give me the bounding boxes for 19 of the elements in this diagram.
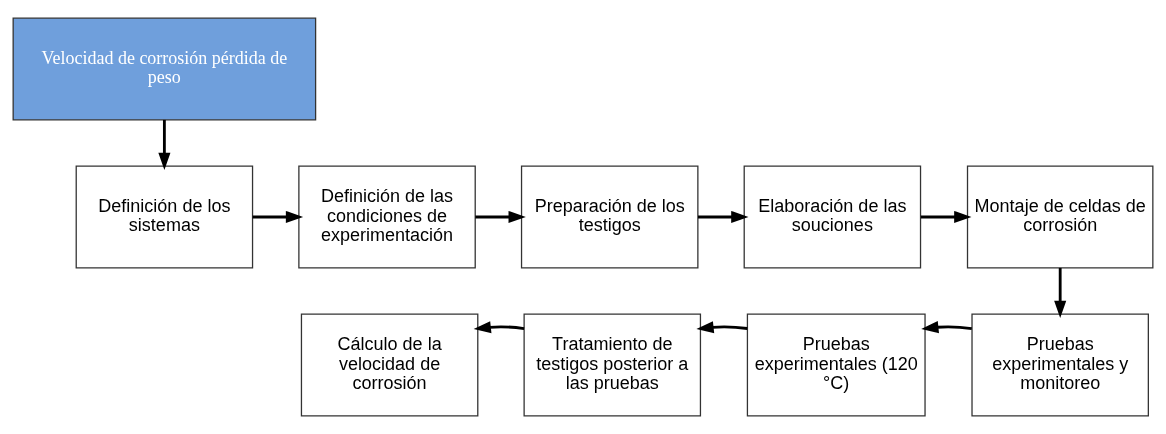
arrow [473, 321, 525, 334]
node-box: Cálculo de la velocidad de corrosión [300, 313, 479, 417]
arrow [1054, 267, 1067, 319]
arrow [698, 210, 749, 224]
arrow [921, 321, 972, 334]
arrow [920, 210, 972, 224]
node-box: Definición de los sistemas [75, 165, 254, 269]
node-box: Elaboración de las souciones [743, 165, 922, 269]
node-box: Velocidad de corrosión pérdida de peso [12, 17, 317, 121]
node-box: Montaje de celdas de corrosión [966, 165, 1154, 269]
arrow [252, 210, 304, 224]
arrow [158, 119, 171, 171]
arrow [475, 210, 526, 224]
node-box: Pruebas experimentales (120 °C) [746, 313, 926, 417]
node-box: Preparación de los testigos [520, 165, 699, 269]
node-box: Tratamiento de testigos posterior a las pruebas [523, 313, 702, 417]
node-box: Definición de las condiciones de experimentación [298, 165, 476, 269]
arrow [696, 321, 748, 334]
node-box: Pruebas experimentales y monitoreo [971, 313, 1149, 417]
